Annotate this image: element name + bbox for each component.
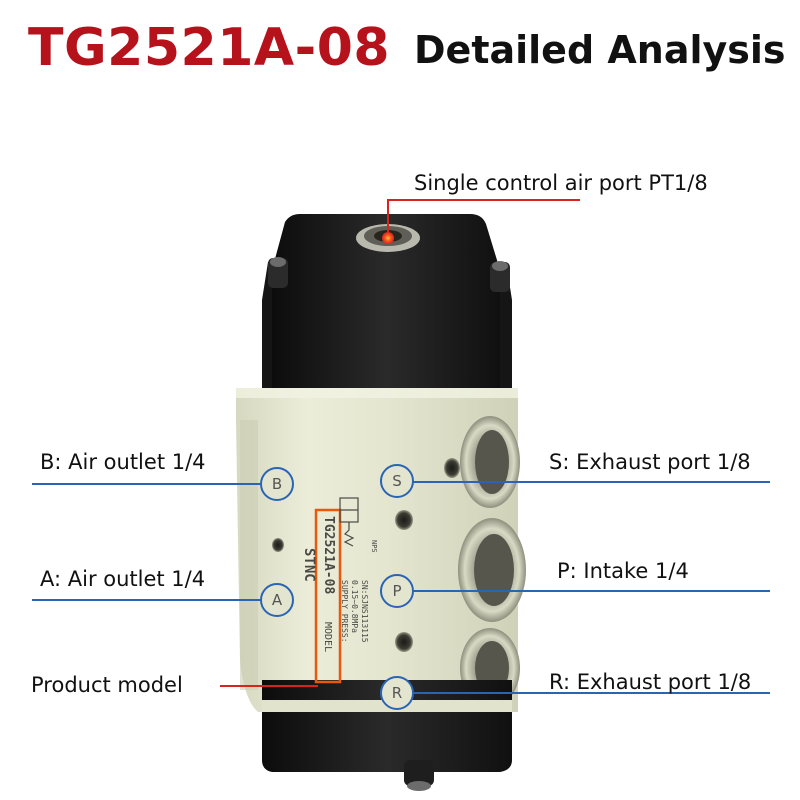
control-port-marker: [382, 232, 394, 244]
port-b-badge: B: [271, 475, 283, 493]
callout-s-exhaust: S: Exhaust port 1/8: [549, 450, 751, 474]
serial-print: SN:SJNS113115: [360, 580, 369, 643]
model-label-frame: [314, 508, 342, 684]
callout-lines: [32, 481, 770, 694]
symbol-note-print: NPS: [370, 540, 378, 553]
callout-p-intake: P: Intake 1/4: [557, 559, 689, 583]
port-r-badge: R: [391, 684, 403, 702]
port-p-badge: P: [392, 582, 402, 600]
callout-product-model: Product model: [31, 673, 183, 697]
port-a-badge: A: [271, 591, 283, 609]
port-s-badge: S: [392, 472, 402, 490]
body-print: STNC TG2521A-08 MODEL SUPPLY PRESS: 0.15…: [301, 516, 378, 652]
red-callout-lines: [220, 199, 580, 687]
callout-b-outlet: B: Air outlet 1/4: [40, 450, 206, 474]
callout-r-exhaust: R: Exhaust port 1/8: [549, 670, 752, 694]
brand-print: STNC: [301, 548, 317, 582]
pressure-range-print: 0.15~0.8MPa: [350, 580, 359, 633]
supply-press-print: SUPPLY PRESS:: [340, 580, 349, 643]
callout-control-port: Single control air port PT1/8: [414, 171, 708, 195]
port-markers: [260, 464, 414, 710]
model-code-print: TG2521A-08: [321, 516, 336, 594]
top-control-cap: [262, 214, 512, 392]
page-subtitle: Detailed Analysis: [414, 28, 786, 72]
page-title-model: TG2521A-08: [28, 18, 391, 78]
model-label-print: MODEL: [322, 622, 333, 652]
callout-a-outlet: A: Air outlet 1/4: [40, 567, 206, 591]
valve-body: [236, 388, 526, 712]
valve-symbol-icon: [339, 497, 359, 547]
